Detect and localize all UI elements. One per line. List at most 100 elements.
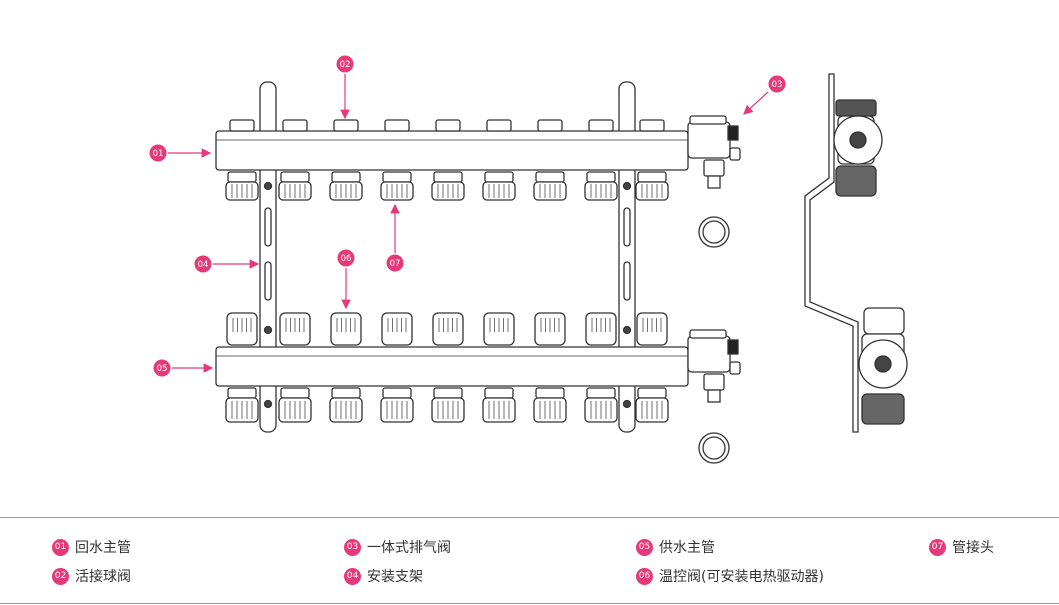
air-vent-cap bbox=[727, 339, 739, 355]
union-ball-valve-cap bbox=[384, 119, 410, 132]
pipe-connector bbox=[331, 171, 361, 183]
union-ball-valve-cap bbox=[333, 119, 359, 132]
bracket-screw bbox=[263, 181, 273, 191]
bracket-slot bbox=[264, 207, 272, 247]
legend-top-rule bbox=[0, 517, 1059, 518]
legend-badge-03: 03 bbox=[344, 538, 361, 556]
side-view-hub bbox=[874, 355, 892, 373]
pipe-connector bbox=[331, 387, 361, 399]
drain-stem bbox=[707, 175, 721, 189]
side-view-nut bbox=[861, 393, 905, 425]
integrated-air-vent-body bbox=[687, 121, 731, 159]
bracket-screw bbox=[622, 181, 632, 191]
pipe-connector bbox=[484, 387, 514, 399]
callout-number-01: 01 bbox=[153, 149, 164, 159]
union-ball-valve-cap bbox=[229, 119, 255, 132]
integrated-air-vent-body bbox=[687, 335, 731, 373]
pipe-connector bbox=[382, 171, 412, 183]
pipe-connector bbox=[280, 387, 310, 399]
callout-number-02: 02 bbox=[340, 60, 351, 70]
pipe-connector bbox=[586, 387, 616, 399]
side-view-bracket bbox=[804, 73, 859, 433]
callout-01: 01 bbox=[149, 144, 212, 162]
pipe-connector bbox=[433, 387, 463, 399]
pipe-connector bbox=[227, 171, 257, 183]
drain-stem bbox=[707, 389, 721, 403]
side-view-nut bbox=[835, 165, 877, 197]
callout-badge-02 bbox=[336, 55, 354, 73]
callout-badge-05 bbox=[153, 359, 171, 377]
drain-handwheel-inner bbox=[702, 436, 726, 460]
legend-item-01: 01 回水主管 bbox=[52, 537, 131, 557]
side-view-valve-head bbox=[863, 307, 905, 335]
side-port bbox=[729, 361, 741, 375]
legend-item-07: 07 管接头 bbox=[929, 537, 994, 557]
callout-07: 07 bbox=[386, 203, 404, 272]
callout-03: 03 bbox=[743, 75, 786, 115]
callout-leader-03 bbox=[743, 91, 769, 115]
pipe-connector bbox=[535, 171, 565, 183]
air-vent-cap bbox=[727, 125, 739, 141]
legend-item-02: 02 活接球阀 bbox=[52, 566, 131, 586]
pipe-connector bbox=[382, 387, 412, 399]
side-port bbox=[729, 147, 741, 161]
legend-label-07: 管接头 bbox=[952, 540, 994, 556]
legend-badge-01: 01 bbox=[52, 538, 69, 556]
side-view-hub bbox=[849, 131, 867, 149]
callout-badge-01 bbox=[149, 144, 167, 162]
legend-label-06: 温控阀(可安装电热驱动器) bbox=[659, 569, 824, 585]
union-ball-valve-cap bbox=[486, 119, 512, 132]
legend-badge-06: 06 bbox=[636, 567, 653, 585]
callout-badge-06 bbox=[337, 249, 355, 267]
drain-handwheel-inner bbox=[702, 220, 726, 244]
legend-item-04: 04 安装支架 bbox=[344, 566, 423, 586]
callout-06: 06 bbox=[337, 249, 355, 310]
pipe-connector bbox=[433, 171, 463, 183]
pipe-connector bbox=[586, 171, 616, 183]
pipe-connector bbox=[280, 171, 310, 183]
air-vent-top bbox=[689, 115, 727, 125]
pipe-connector bbox=[227, 387, 257, 399]
bracket-slot bbox=[623, 207, 631, 247]
bracket-screw bbox=[622, 325, 632, 335]
legend-label-01: 回水主管 bbox=[75, 540, 131, 556]
union-ball-valve-cap bbox=[282, 119, 308, 132]
legend-badge-05: 05 bbox=[636, 538, 653, 556]
drain-valve-body bbox=[703, 159, 725, 177]
callout-05: 05 bbox=[153, 359, 214, 377]
pipe-connector bbox=[637, 387, 667, 399]
return-main-pipe bbox=[215, 130, 689, 171]
legend-item-06: 06 温控阀(可安装电热驱动器) bbox=[636, 566, 824, 586]
callout-02: 02 bbox=[336, 55, 354, 120]
callout-number-07: 07 bbox=[390, 259, 401, 269]
callout-number-03: 03 bbox=[772, 80, 783, 90]
union-ball-valve-cap bbox=[435, 119, 461, 132]
legend-badge-07: 07 bbox=[929, 538, 946, 556]
legend-bottom-rule bbox=[0, 603, 1059, 604]
bracket-screw bbox=[263, 399, 273, 409]
supply-main-pipe bbox=[215, 346, 689, 387]
callout-badge-07 bbox=[386, 254, 404, 272]
union-ball-valve-cap bbox=[588, 119, 614, 132]
legend-badge-02: 02 bbox=[52, 567, 69, 585]
callout-badge-04 bbox=[194, 255, 212, 273]
callout-number-05: 05 bbox=[157, 364, 168, 374]
legend-label-05: 供水主管 bbox=[659, 540, 715, 556]
side-view-cap bbox=[835, 99, 877, 117]
union-ball-valve-cap bbox=[639, 119, 665, 132]
legend-item-03: 03 一体式排气阀 bbox=[344, 537, 451, 557]
pipe-connector bbox=[535, 387, 565, 399]
air-vent-top bbox=[689, 329, 727, 339]
callout-04: 04 bbox=[194, 255, 260, 273]
legend-label-04: 安装支架 bbox=[367, 569, 423, 585]
legend-badge-04: 04 bbox=[344, 567, 361, 585]
drain-valve-body bbox=[703, 373, 725, 391]
legend-item-05: 05 供水主管 bbox=[636, 537, 715, 557]
legend-label-03: 一体式排气阀 bbox=[367, 540, 451, 556]
callout-number-06: 06 bbox=[341, 254, 352, 264]
bracket-screw bbox=[622, 399, 632, 409]
bracket-slot bbox=[264, 261, 272, 301]
pipe-connector bbox=[637, 171, 667, 183]
callout-number-04: 04 bbox=[198, 260, 209, 270]
